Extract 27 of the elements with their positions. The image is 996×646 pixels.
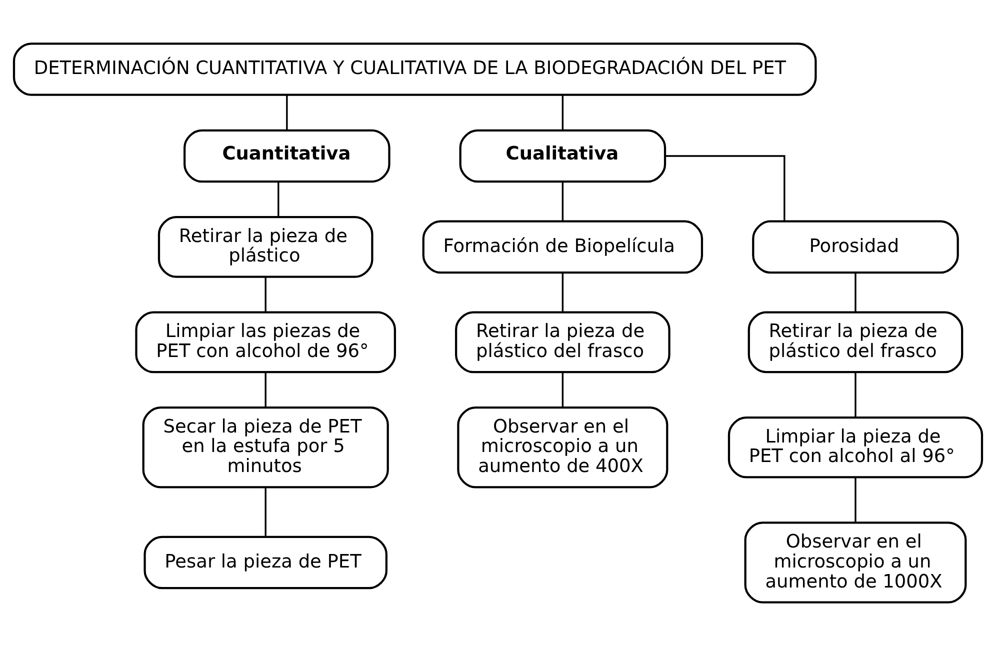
- connector: [854, 372, 856, 418]
- connector: [854, 478, 856, 522]
- node-box: Retirar la pieza de plástico del frasco: [748, 311, 964, 374]
- node-box: Cuantitativa: [184, 129, 390, 183]
- node-box: Secar la pieza de PET en la estufa por 5 minutos: [142, 406, 389, 488]
- connector: [278, 182, 280, 217]
- node-box: Retirar la pieza de plástico del frasco: [455, 311, 670, 374]
- node-box: Observar en el microscopio a un aumento de 400X: [457, 406, 668, 488]
- node-box: Pesar la pieza de PET: [144, 536, 388, 590]
- connector: [562, 372, 564, 408]
- node-box: Observar en el microscopio a un aumento de 1000X: [744, 522, 967, 604]
- connector: [665, 155, 786, 222]
- connector: [264, 277, 266, 312]
- connector: [562, 182, 564, 221]
- node-box: Retirar la pieza de plástico: [158, 216, 374, 278]
- connector: [264, 488, 266, 537]
- connector: [562, 95, 564, 130]
- node-box: Porosidad: [752, 220, 959, 274]
- node-box: DETERMINACIÓN CUANTITATIVA Y CUALITATIVA DE LA BIODEGRADACIÓN DEL PET: [12, 42, 817, 96]
- node-box: Formación de Biopelícula: [422, 220, 704, 274]
- connector: [854, 272, 856, 312]
- connector: [264, 372, 266, 408]
- node-box: Limpiar la pieza de PET con alcohol al 96°: [728, 416, 984, 478]
- connector: [562, 272, 564, 312]
- node-box: Limpiar las piezas de PET con alcohol de 96°: [135, 311, 396, 374]
- node-box: Cualitativa: [459, 129, 666, 183]
- connector: [286, 95, 288, 130]
